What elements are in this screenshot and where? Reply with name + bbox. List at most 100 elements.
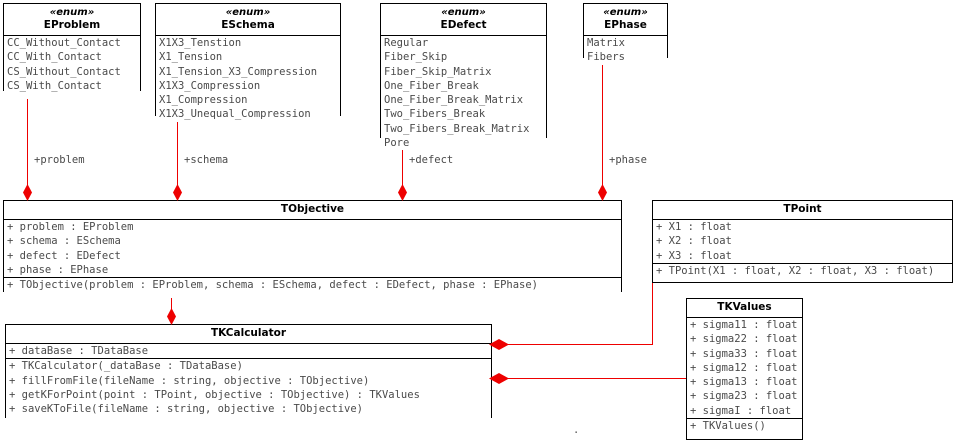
stereotype-eproblem: «enum» [49, 7, 95, 18]
class-attributes-tkcalculator: + dataBase : TDataBase [6, 344, 491, 359]
class-name-tkvalues: TKValues [717, 301, 772, 313]
class-name-eschema: ESchema [221, 19, 275, 31]
class-operations-tobjective: + TObjective(problem : EProblem, schema … [4, 277, 621, 299]
class-name-tpoint: TPoint [783, 203, 822, 215]
class-box-tpoint[interactable]: TPoint + X1 : float + X2 : float + X3 : … [652, 200, 953, 283]
class-operation: + TKValues() [690, 420, 766, 433]
class-header-edefect: «enum» EDefect [381, 4, 546, 36]
connector-schema-line [177, 115, 178, 192]
composition-diamond-defect [398, 184, 407, 201]
class-literals-ephase: Matrix Fibers [584, 36, 667, 65]
composition-diamond-objective-calculator [167, 308, 176, 325]
enum-literal: X1_Tension [159, 51, 223, 64]
class-name-tobjective: TObjective [280, 203, 345, 215]
enum-literal: X1X3_Compression [159, 79, 261, 92]
enum-literal: X1X3_Unequal_Compression [159, 108, 311, 121]
class-attribute: + schema : ESchema [7, 235, 121, 248]
class-attribute: + dataBase : TDataBase [9, 345, 149, 357]
enum-literal: Two_Fibers_Break_Matrix [384, 122, 530, 135]
enum-literal: X1_Tension_X3_Compression [159, 65, 318, 78]
enum-literal: Matrix [587, 37, 625, 49]
class-name-eproblem: EProblem [43, 19, 101, 31]
enum-literal: Regular [384, 37, 429, 49]
class-attributes-tpoint: + X1 : float + X2 : float + X3 : float [653, 220, 952, 263]
class-name-tkcalculator: TKCalculator [210, 327, 286, 339]
class-attribute: + sigma11 : float [690, 319, 798, 331]
class-attribute: + phase : EPhase [7, 263, 109, 276]
class-attribute: + problem : EProblem [7, 221, 134, 233]
class-operations-tpoint: + TPoint(X1 : float, X2 : float, X3 : fl… [653, 262, 952, 279]
class-box-tkvalues[interactable]: TKValues + sigma11 : float + sigma22 : f… [686, 298, 803, 440]
composition-diamond-schema [173, 184, 182, 201]
class-literals-edefect: Regular Fiber_Skip Fiber_Skip_Matrix One… [381, 36, 546, 151]
composition-diamond-point-calculator [489, 339, 509, 350]
enum-literal: X1X3_Tenstion [159, 37, 242, 49]
class-header-eproblem: «enum» EProblem [4, 4, 140, 36]
class-header-tkvalues: TKValues [687, 299, 802, 318]
stray-dot-artifact: . [573, 424, 580, 436]
stereotype-edefect: «enum» [441, 7, 486, 18]
enum-literal: One_Fiber_Break_Matrix [384, 94, 524, 107]
class-box-ephase[interactable]: «enum» EPhase Matrix Fibers [583, 3, 668, 65]
edge-label-defect: +defect [409, 154, 454, 166]
class-attribute: + sigma13 : float [690, 376, 798, 389]
class-header-eschema: «enum» ESchema [156, 4, 340, 36]
enum-literal: Fiber_Skip_Matrix [384, 65, 492, 78]
class-attributes-tobjective: + problem : EProblem + schema : ESchema … [4, 220, 621, 278]
class-box-eproblem[interactable]: «enum» EProblem CC_Without_Contact CC_Wi… [3, 3, 141, 100]
enum-literal: Fibers [587, 51, 625, 64]
class-attribute: + sigma22 : float [690, 333, 798, 346]
class-operation: + getKForPoint(point : TPoint, objective… [9, 388, 420, 401]
class-attribute: + sigma33 : float [690, 347, 798, 360]
enum-literal: CS_With_Contact [7, 79, 102, 92]
class-box-edefect[interactable]: «enum» EDefect Regular Fiber_Skip Fiber_… [380, 3, 547, 151]
connector-objective-calculator-line [171, 292, 172, 316]
enum-literal: CC_Without_Contact [7, 37, 121, 49]
composition-diamond-phase [598, 184, 607, 201]
class-header-tpoint: TPoint [653, 201, 952, 220]
class-name-ephase: EPhase [604, 19, 647, 31]
connector-point-calculator-hline [500, 344, 653, 345]
class-operations-tkcalculator: + TKCalculator(_dataBase : TDataBase) + … [6, 358, 491, 423]
enum-literal: Pore [384, 137, 410, 150]
connector-values-calculator-hline [500, 378, 687, 379]
connector-phase-line [602, 58, 603, 192]
connector-problem-line [27, 91, 28, 192]
class-literals-eproblem: CC_Without_Contact CC_With_Contact CS_Wi… [4, 36, 140, 100]
class-attribute: + defect : EDefect [7, 249, 121, 262]
enum-literal: One_Fiber_Break [384, 79, 479, 92]
edge-label-phase: +phase [609, 154, 647, 166]
composition-diamond-values-calculator [489, 373, 509, 384]
enum-literal: X1_Compression [159, 94, 248, 107]
class-attribute: + sigma12 : float [690, 361, 798, 374]
class-operations-tkvalues: + TKValues() [687, 418, 802, 440]
class-box-tkcalculator[interactable]: TKCalculator + dataBase : TDataBase + TK… [5, 324, 492, 423]
stereotype-eschema: «enum» [225, 7, 271, 18]
connector-defect-line [402, 138, 403, 192]
enum-literal: CS_Without_Contact [7, 65, 121, 78]
enum-literal: Fiber_Skip [384, 51, 448, 64]
class-box-eschema[interactable]: «enum» ESchema X1X3_Tenstion X1_Tension … [155, 3, 341, 122]
composition-diamond-problem [23, 184, 32, 201]
enum-literal: Two_Fibers_Break [384, 108, 486, 121]
class-name-edefect: EDefect [440, 19, 487, 31]
stereotype-ephase: «enum» [603, 7, 648, 18]
class-operation: + saveKToFile(fileName : string, objecti… [9, 403, 364, 416]
class-attribute: + X1 : float [656, 221, 732, 233]
class-literals-eschema: X1X3_Tenstion X1_Tension X1_Tension_X3_C… [156, 36, 340, 122]
edge-label-problem: +problem [34, 154, 85, 166]
edge-label-schema: +schema [184, 154, 229, 166]
class-header-tkcalculator: TKCalculator [6, 325, 491, 344]
class-attribute: + sigma23 : float [690, 390, 798, 403]
class-box-tobjective[interactable]: TObjective + problem : EProblem + schema… [3, 200, 622, 299]
class-operation: + fillFromFile(fileName : string, object… [9, 374, 370, 387]
class-header-ephase: «enum» EPhase [584, 4, 667, 36]
class-operation: + TPoint(X1 : float, X2 : float, X3 : fl… [656, 264, 935, 277]
enum-literal: CC_With_Contact [7, 51, 102, 64]
class-attribute: + sigmaI : float [690, 404, 792, 417]
class-attribute: + X2 : float [656, 235, 732, 248]
class-header-tobjective: TObjective [4, 201, 621, 220]
class-operation: + TObjective(problem : EProblem, schema … [7, 279, 539, 292]
connector-point-calculator-vline [652, 283, 653, 345]
